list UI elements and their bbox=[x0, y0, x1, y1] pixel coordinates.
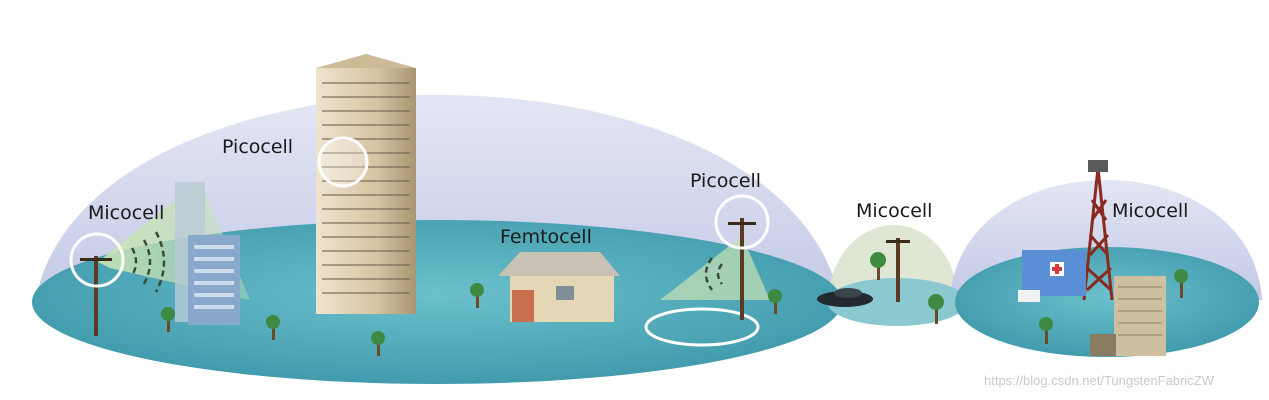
ambulance bbox=[1018, 290, 1040, 302]
label-picocell-pole: Picocell bbox=[690, 172, 761, 191]
left-pole bbox=[94, 256, 98, 336]
label-micocell-right: Micocell bbox=[1112, 202, 1188, 221]
tower-highlight-ring bbox=[319, 138, 367, 186]
middle-pole bbox=[896, 238, 900, 302]
picocell-pole bbox=[740, 218, 744, 320]
label-micocell-mid: Micocell bbox=[856, 202, 932, 221]
label-femtocell: Femtocell bbox=[500, 228, 592, 247]
watermark: https://blog.csdn.net/TungstenFabricZW bbox=[984, 374, 1214, 387]
label-picocell-tower: Picocell bbox=[222, 138, 293, 157]
label-micocell-left: Micocell bbox=[88, 204, 164, 223]
tall-tower bbox=[316, 68, 416, 314]
